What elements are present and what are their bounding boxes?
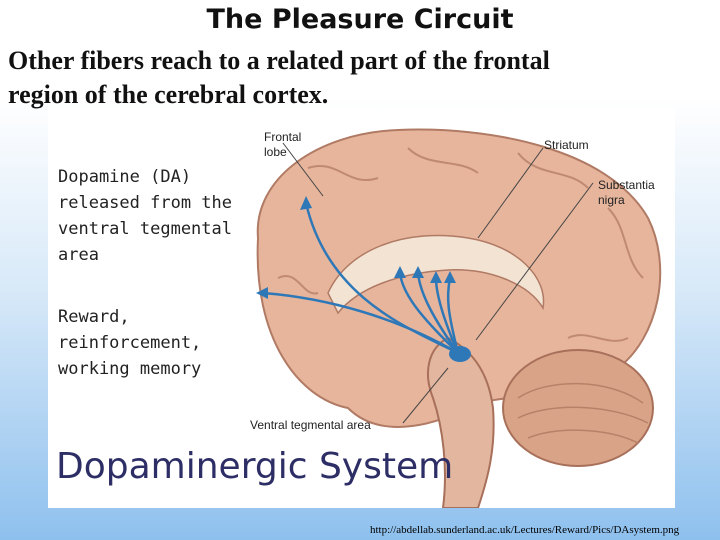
- substantia-nigra-label-line-1: Substantia: [598, 178, 655, 192]
- slide-title: The Pleasure Circuit: [206, 4, 514, 35]
- dopamine-release-text: Dopamine (DA) released from the ventral …: [58, 164, 232, 268]
- da-line-2: released from the: [58, 193, 232, 213]
- reward-text: Reward, reinforcement, working memory: [58, 304, 201, 382]
- subtitle-line-1: Other fibers reach to a related part of …: [8, 46, 550, 75]
- source-url: http://abdellab.sunderland.ac.uk/Lecture…: [370, 524, 680, 536]
- reward-line-2: reinforcement,: [58, 333, 202, 353]
- brain-figure: Dopamine (DA) released from the ventral …: [48, 108, 675, 508]
- frontal-lobe-label: Frontal lobe: [264, 130, 301, 160]
- substantia-nigra-label: Substantia nigra: [598, 178, 655, 208]
- frontal-lobe-label-line-2: lobe: [264, 145, 287, 159]
- striatum-label: Striatum: [544, 138, 589, 152]
- da-line-3: ventral tegmental: [58, 219, 232, 239]
- reward-line-3: working memory: [58, 359, 202, 379]
- gyri-lines: [277, 147, 644, 342]
- substantia-nigra-label-line-2: nigra: [598, 193, 625, 207]
- vta-nucleus: [449, 346, 471, 362]
- reward-line-1: Reward,: [58, 307, 130, 327]
- frontal-lobe-label-line-1: Frontal: [264, 130, 302, 144]
- label-pointers: [282, 142, 594, 424]
- subtitle-line-2: region of the cerebral cortex.: [8, 80, 329, 109]
- slide-subtitle: Other fibers reach to a related part of …: [8, 44, 708, 112]
- pathway-arrowheads: [256, 196, 456, 299]
- da-line-4: area: [58, 245, 99, 265]
- da-line-1: Dopamine (DA): [58, 167, 192, 187]
- brain-stem: [427, 336, 495, 508]
- vta-label: Ventral tegmental area: [250, 418, 371, 432]
- brain-illustration: [256, 128, 662, 508]
- dopaminergic-system-caption: Dopaminergic System: [56, 446, 454, 487]
